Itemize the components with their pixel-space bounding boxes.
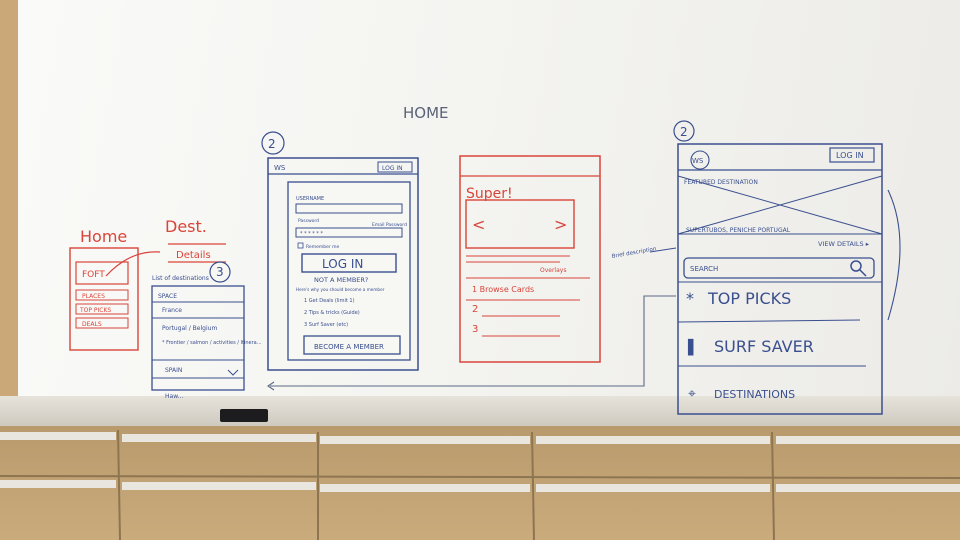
- featured-label: FEATURED DESTINATION: [684, 179, 758, 186]
- super-list-2: 2: [472, 304, 478, 315]
- menu-surf-saver: SURF SAVER: [714, 337, 814, 356]
- home-item-2: PLACES: [82, 293, 105, 300]
- board-title: HOME: [403, 104, 449, 122]
- login-sketch: 2 WS LOG IN USERNAME Password Email Pass…: [261, 131, 419, 371]
- cabinet-seams: [0, 429, 960, 540]
- step-number-left: 3: [216, 265, 224, 279]
- menu-destinations: DESTINATIONS: [714, 388, 795, 401]
- home-item-4: DEALS: [82, 321, 102, 328]
- login-logo: WS: [274, 164, 286, 172]
- password-label: Password: [298, 218, 319, 224]
- dest-item-5: SPAIN: [165, 367, 182, 374]
- home-item-1: FOFT: [82, 270, 105, 280]
- super-list-1: 1 Browse Cards: [472, 285, 534, 294]
- benefit-2: 2 Tips & tricks (Guide): [304, 310, 360, 316]
- details-label: Details: [176, 250, 211, 261]
- username-label: USERNAME: [296, 196, 324, 202]
- dest-item-3: Portugal / Belgium: [162, 325, 217, 332]
- not-member: NOT A MEMBER?: [314, 276, 368, 284]
- wall: [0, 0, 18, 430]
- password-mask: * * * * * *: [300, 231, 323, 237]
- benefit-1: 1 Get Deals (limit 1): [304, 298, 355, 304]
- cabinet-handles: [0, 432, 960, 492]
- featured-sketch: 2 WS LOG IN FEATURED DESTINATION SUPERTU…: [611, 120, 883, 415]
- view-details-link: VIEW DETAILS ▸: [818, 240, 870, 248]
- benefit-3: 3 Surf Saver (etc): [304, 322, 348, 328]
- dest-title: Dest.: [165, 217, 207, 236]
- dest-item-1: SPACE: [158, 293, 177, 300]
- left-home-sketch: Home FOFT PLACES TOP PICKS DEALS: [69, 227, 161, 351]
- super-title: Super!: [466, 186, 513, 202]
- menu-icon-top-picks: *: [686, 289, 694, 308]
- remember-label: Remember me: [306, 244, 340, 250]
- overlay-label: Overlays: [540, 267, 566, 274]
- carousel-next: >: [554, 215, 567, 234]
- home-item-3: TOP PICKS: [79, 307, 111, 314]
- login-button: LOG IN: [322, 257, 363, 271]
- step-number-right: 2: [680, 125, 688, 139]
- dest-item-4: * Frontier / salmon / activities / Itine…: [162, 340, 262, 346]
- featured-logo: WS: [692, 157, 704, 165]
- become-member-button: BECOME A MEMBER: [314, 343, 384, 351]
- marker-tray: [0, 396, 960, 426]
- menu-top-picks: TOP PICKS: [707, 289, 791, 308]
- flow-arrows: [267, 189, 901, 391]
- whiteboard: [18, 0, 960, 412]
- login-small-button: LOG IN: [382, 165, 403, 172]
- side-note: Brief description: [611, 246, 657, 260]
- left-dest-sketch: Dest. Details 3 List of destinations SPA…: [151, 217, 262, 400]
- menu-icon-surf-saver: ▌: [687, 338, 699, 356]
- menu-icon-destinations: ⌖: [688, 386, 696, 402]
- super-list-3: 3: [472, 324, 478, 335]
- step-number-center: 2: [268, 137, 276, 151]
- benefits-intro: Here's why you should become a member: [296, 287, 385, 292]
- home-title: Home: [80, 227, 127, 246]
- super-sketch: Super! < > Overlays 1 Browse Cards 2 3: [459, 155, 601, 363]
- featured-caption: SUPERTUBOS, PENICHE PORTUGAL: [686, 227, 791, 234]
- eraser: [220, 409, 268, 422]
- dest-item-6: Haw...: [165, 393, 183, 400]
- search-icon: [850, 260, 867, 277]
- dest-item-2: France: [162, 307, 182, 314]
- forgot-link: Email Password: [372, 222, 407, 228]
- search-input: SEARCH: [690, 265, 718, 273]
- list-of-destinations: List of destinations: [152, 275, 209, 282]
- featured-login-button: LOG IN: [836, 151, 864, 160]
- carousel-prev: <: [472, 215, 485, 234]
